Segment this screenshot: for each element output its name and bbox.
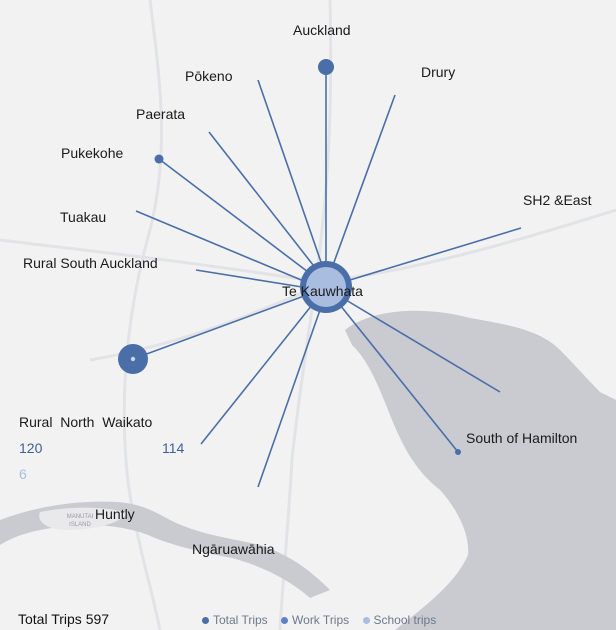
legend: Total Trips Work Trips School trips <box>196 613 440 627</box>
legend-school-trips-swatch <box>362 616 370 624</box>
flow-line-pukekohe <box>158 158 313 276</box>
flow-line-paerata <box>208 131 318 271</box>
label-rural-south-auckland: Rural South Auckland <box>23 255 158 271</box>
school-trips-value: 6 <box>19 466 27 482</box>
flow-line-huntly <box>257 309 321 488</box>
label-auckland: Auckland <box>293 22 351 38</box>
work-trips-value: 114 <box>162 440 185 456</box>
label-pukekohe: Pukekohe <box>61 145 124 161</box>
node-pukekohe <box>154 154 164 164</box>
total-trips-value: 120 <box>19 440 43 456</box>
flow-line-sh2-east <box>349 227 522 281</box>
flow-line-south-of-hamilton <box>339 304 459 453</box>
node-rural-north-waikato-inner <box>130 356 136 362</box>
legend-total-trips-label: Total Trips <box>213 613 268 627</box>
label-rural-north-waikato: Rural North Waikato <box>19 414 153 430</box>
node-auckland <box>318 59 334 75</box>
label-hub: Te Kauwhata <box>282 283 363 299</box>
legend-total-trips-swatch <box>202 616 209 624</box>
river <box>0 501 330 598</box>
label-south-of-hamilton: South of Hamilton <box>466 430 578 446</box>
flow-line-pokeno <box>257 79 323 266</box>
island-label-2: ISLAND <box>69 522 91 528</box>
flow-line-east-harbour <box>345 299 501 393</box>
label-paerata: Paerata <box>136 106 186 122</box>
label-tuakau: Tuakau <box>60 209 107 225</box>
total-trips-summary: Total Trips 597 <box>18 611 110 627</box>
legend-school-trips-label: School trips <box>373 613 437 627</box>
flow-line-drury <box>332 94 396 266</box>
node-south-of-hamilton <box>455 449 461 455</box>
legend-work-trips-label: Work Trips <box>292 613 350 627</box>
hub-inner <box>306 267 346 307</box>
legend-total-trips: Total Trips <box>196 613 268 627</box>
label-ngaruawahia: Ngāruawāhia <box>192 541 275 557</box>
label-pokeno: Pōkeno <box>185 68 233 84</box>
legend-school-trips: School trips <box>357 613 437 627</box>
legend-work-trips: Work Trips <box>275 613 349 627</box>
flow-line-114 <box>200 304 313 445</box>
legend-work-trips-swatch <box>281 616 289 624</box>
flow-lines <box>132 67 522 488</box>
flow-line-rural-north-waikato <box>132 295 305 360</box>
water-body <box>345 310 616 630</box>
manutai-island <box>39 507 128 530</box>
flow-line-tuakau <box>135 210 307 283</box>
label-drury: Drury <box>421 64 456 80</box>
label-sh2-east: SH2 &East <box>523 192 592 208</box>
label-huntly: Huntly <box>95 506 135 522</box>
flow-line-rural-south-auckland <box>195 269 303 288</box>
island-label-1: MANUTAI <box>67 514 94 520</box>
